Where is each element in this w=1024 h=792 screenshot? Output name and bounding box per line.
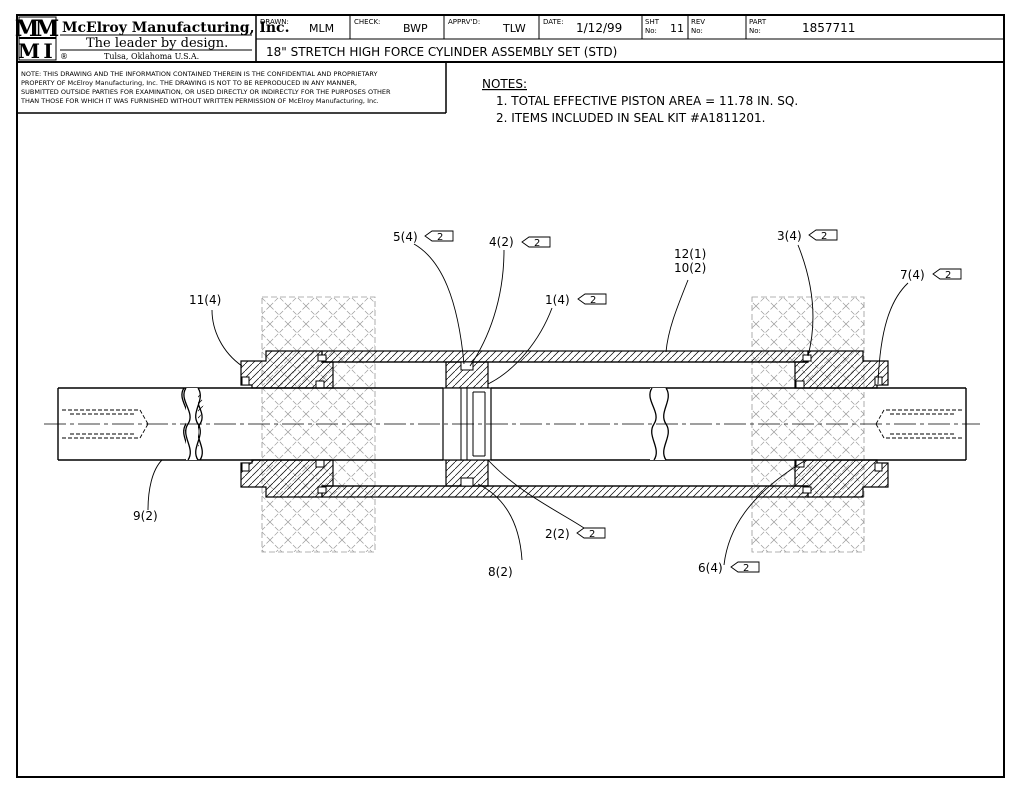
rev-label: REV	[691, 18, 705, 26]
note-1: 1. TOTAL EFFECTIVE PISTON AREA = 11.78 I…	[496, 94, 798, 108]
flag-2-text: 2	[589, 529, 595, 540]
callout-12: 12(1)	[674, 247, 706, 261]
logo-letter-3: M	[18, 39, 40, 63]
flag-6-text: 2	[743, 563, 749, 574]
part-label: PART	[749, 18, 767, 26]
company-name: McElroy Manufacturing, Inc.	[62, 20, 289, 36]
date-label: DATE:	[543, 18, 564, 26]
leader-lines	[147, 243, 909, 566]
callout-4: 4(2)	[489, 235, 514, 249]
confidential-note-line-3: SUBMITTED OUTSIDE PARTIES FOR EXAMINATIO…	[21, 88, 391, 96]
apprvd-label: APPRV'D:	[448, 18, 480, 26]
seal-kit-flag-2: 2	[576, 527, 606, 540]
date-value: 1/12/99	[576, 21, 622, 35]
registered-mark: ®	[60, 52, 68, 61]
seal-kit-flag-5: 2	[424, 230, 454, 243]
barrel-bottom-wall	[321, 485, 809, 498]
left-mount-block	[261, 296, 376, 553]
callout-3: 3(4)	[777, 229, 802, 243]
seal-kit-flag-6: 2	[730, 561, 760, 574]
sht-label-no: No:	[645, 27, 657, 35]
sheet-border	[16, 14, 1005, 778]
sht-value: 11	[670, 22, 684, 35]
notes-heading: NOTES:	[482, 77, 527, 91]
callout-8: 8(2)	[488, 565, 513, 579]
note-2: 2. ITEMS INCLUDED IN SEAL KIT #A1811201.	[496, 111, 765, 125]
callout-11: 11(4)	[189, 293, 221, 307]
callout-10: 10(2)	[674, 261, 706, 275]
flag-4-text: 2	[534, 238, 540, 249]
cylinder-assembly	[44, 296, 980, 553]
drawn-value: MLM	[309, 22, 334, 35]
rev-label-no: No:	[691, 27, 703, 35]
check-label: CHECK:	[354, 18, 380, 26]
callout-6: 6(4)	[698, 561, 723, 575]
logo-letter-4: I	[43, 39, 52, 63]
callout-2: 2(2)	[545, 527, 570, 541]
company-slogan: The leader by design.	[86, 36, 228, 51]
seal-kit-flag-3: 2	[808, 229, 838, 242]
callout-1: 1(4)	[545, 293, 570, 307]
seal-kit-flag-7: 2	[932, 268, 962, 281]
confidential-note-line-2: PROPERTY OF McElroy Manufacturing, Inc. …	[21, 79, 357, 87]
part-label-no: No:	[749, 27, 761, 35]
confidential-note-line-1: NOTE: THIS DRAWING AND THE INFORMATION C…	[21, 70, 378, 78]
seal-kit-flag-4: 2	[521, 236, 551, 249]
callout-7: 7(4)	[900, 268, 925, 282]
company-location: Tulsa, Oklahoma U.S.A.	[104, 52, 199, 61]
flag-3-text: 2	[821, 231, 827, 242]
check-value: BWP	[403, 22, 428, 35]
flag-1-text: 2	[590, 295, 596, 306]
confidential-note-line-4: THAN THOSE FOR WHICH IT WAS FURNISHED WI…	[20, 97, 379, 105]
company-logo: M M M I	[15, 16, 59, 63]
part-number: 1857711	[802, 21, 855, 35]
callout-9: 9(2)	[133, 509, 158, 523]
flag-7-text: 2	[945, 270, 951, 281]
sht-label: SHT	[645, 18, 660, 26]
title-block	[17, 15, 1004, 114]
flag-5-text: 2	[437, 232, 443, 243]
drawn-label: DRAWN:	[260, 18, 289, 26]
apprvd-value: TLW	[502, 22, 526, 35]
callout-5: 5(4)	[393, 230, 418, 244]
right-mount-block	[751, 296, 865, 553]
callouts: 5(4) 2 4(2) 2 12(1) 10(2) 3(4) 2 7(4) 2 …	[133, 229, 962, 579]
barrel-top-wall	[321, 350, 809, 363]
seal-kit-flag-1: 2	[577, 293, 607, 306]
drawing-title: 18" STRETCH HIGH FORCE CYLINDER ASSEMBLY…	[266, 45, 617, 59]
